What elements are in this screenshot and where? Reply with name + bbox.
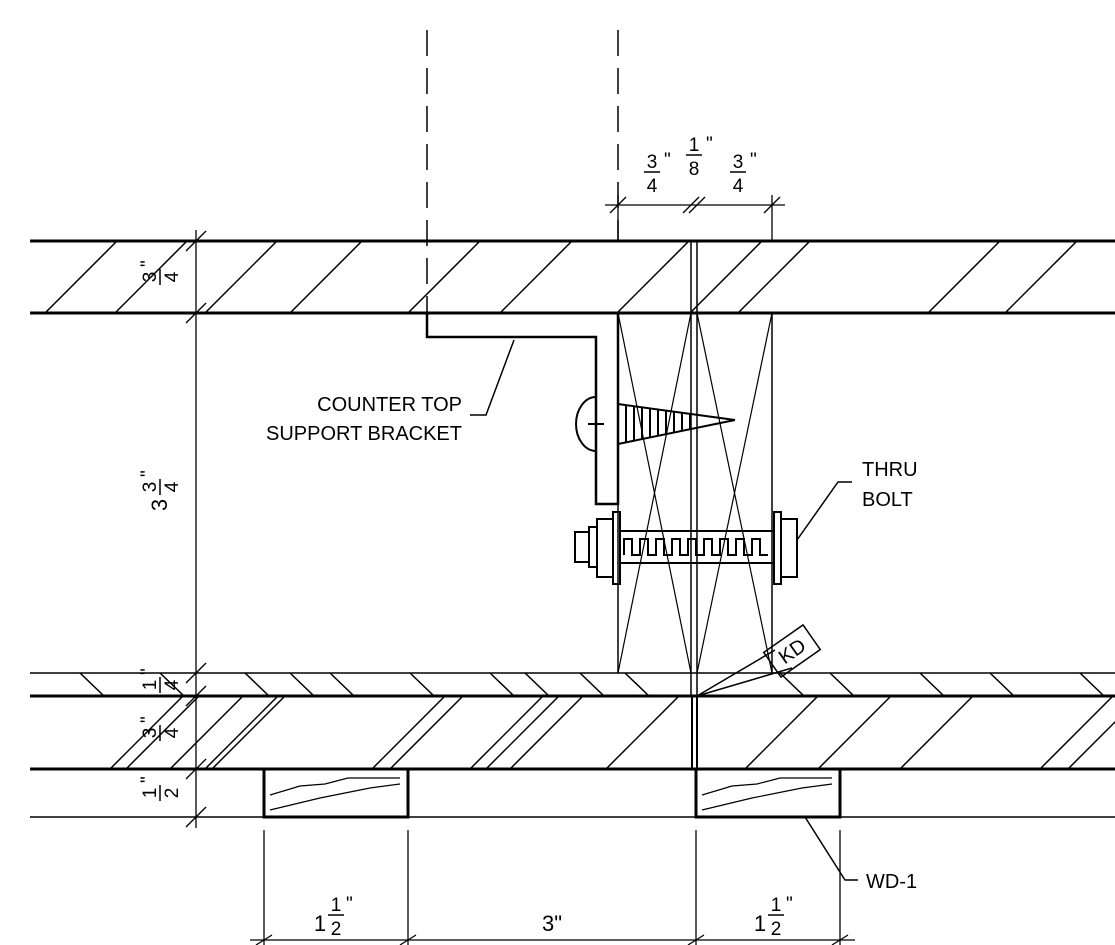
left-dimension-chain bbox=[185, 230, 207, 828]
svg-text:1: 1 bbox=[140, 680, 161, 691]
svg-text:3: 3 bbox=[647, 152, 658, 173]
wood-trim-right bbox=[694, 767, 842, 819]
thru-bolt-icon bbox=[574, 511, 798, 585]
svg-text:3: 3 bbox=[147, 499, 172, 511]
svg-text:4: 4 bbox=[162, 271, 183, 282]
svg-text:4: 4 bbox=[647, 176, 658, 197]
dim-bottom-mid: 3" bbox=[542, 911, 562, 936]
dim-side-top: 3 4 " bbox=[138, 260, 183, 285]
counter-top-slab bbox=[30, 239, 1115, 315]
svg-text:": " bbox=[346, 894, 353, 915]
svg-text:2: 2 bbox=[162, 788, 183, 799]
bolt-label-line2: BOLT bbox=[862, 489, 913, 511]
dim-bottom-right: 1 1 2 " bbox=[754, 894, 793, 940]
svg-text:2: 2 bbox=[771, 919, 782, 940]
top-dimension-chain bbox=[605, 195, 785, 241]
svg-text:3: 3 bbox=[733, 152, 744, 173]
kd-label: KD bbox=[775, 635, 810, 669]
bolt-label-line1: THRU bbox=[862, 459, 918, 481]
svg-text:4: 4 bbox=[162, 679, 183, 690]
svg-text:1: 1 bbox=[331, 895, 342, 916]
svg-text:": " bbox=[138, 716, 159, 723]
svg-text:4: 4 bbox=[733, 176, 744, 197]
wd-label: WD-1 bbox=[866, 871, 917, 893]
svg-text:2: 2 bbox=[331, 919, 342, 940]
bracket-label-line1: COUNTER TOP bbox=[317, 394, 462, 416]
dim-top-mid: 1 8 " bbox=[686, 134, 713, 180]
svg-text:3: 3 bbox=[140, 272, 161, 283]
dim-side-bottom: 1 2 " bbox=[138, 776, 183, 801]
svg-text:1: 1 bbox=[140, 788, 161, 799]
svg-text:1: 1 bbox=[314, 911, 326, 936]
svg-text:": " bbox=[706, 134, 713, 155]
trim-layer bbox=[30, 767, 1115, 819]
svg-text:": " bbox=[138, 470, 159, 477]
screw-icon bbox=[575, 396, 736, 452]
dim-side-thin: 1 4 " bbox=[138, 668, 183, 693]
wood-trim-left bbox=[262, 767, 410, 819]
svg-text:": " bbox=[138, 776, 159, 783]
bottom-dimension-chain bbox=[250, 830, 855, 945]
svg-text:": " bbox=[138, 668, 159, 675]
center-lines bbox=[426, 30, 619, 313]
leader-lines bbox=[470, 339, 858, 881]
bracket-label-line2: SUPPORT BRACKET bbox=[266, 423, 462, 445]
svg-text:4: 4 bbox=[162, 481, 183, 492]
dim-top-right: 3 4 " bbox=[730, 150, 757, 197]
svg-text:8: 8 bbox=[689, 159, 700, 180]
svg-text:": " bbox=[750, 150, 757, 171]
dim-side-mid: 3 3 4 " bbox=[138, 470, 183, 511]
svg-text:1: 1 bbox=[689, 135, 700, 156]
dim-top-left: 3 4 " bbox=[644, 150, 671, 197]
svg-text:": " bbox=[786, 894, 793, 915]
svg-text:1: 1 bbox=[771, 895, 782, 916]
svg-text:4: 4 bbox=[162, 727, 183, 738]
thin-layer bbox=[30, 672, 1115, 698]
dim-side-lower: 3 4 " bbox=[138, 716, 183, 741]
svg-text:": " bbox=[138, 260, 159, 267]
blocking-members bbox=[617, 241, 773, 697]
svg-text:3: 3 bbox=[140, 482, 161, 493]
svg-text:3: 3 bbox=[140, 728, 161, 739]
dim-bottom-left: 1 1 2 " bbox=[314, 894, 353, 940]
svg-text:1: 1 bbox=[754, 911, 766, 936]
svg-text:": " bbox=[664, 150, 671, 171]
panel-layer bbox=[30, 697, 1115, 771]
